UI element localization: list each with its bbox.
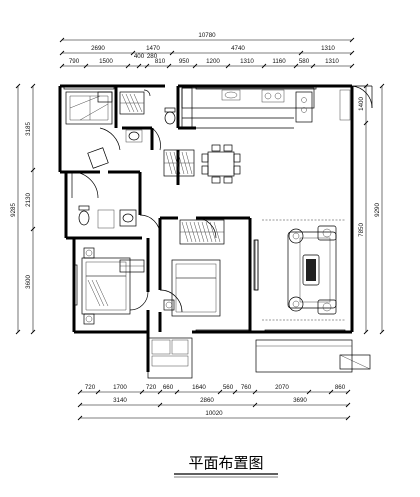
dim-top-2-7: 1200 (206, 58, 220, 65)
bedroom-top-left (65, 91, 145, 125)
dim-top-2-1: 790 (69, 58, 80, 65)
dim-top-2-10: 580 (299, 58, 310, 65)
dim-bottom-1-9: 860 (335, 384, 346, 391)
dim-top-1-4: 1310 (321, 45, 335, 52)
dim-right-2: 7850 (358, 223, 365, 237)
dim-top-2-2: 1500 (99, 58, 113, 65)
dim-bottom-2-2: 2860 (200, 397, 214, 404)
balcony (147, 337, 371, 379)
dim-bottom-2-1: 3140 (113, 397, 127, 404)
dim-top-2-8: 1310 (240, 58, 254, 65)
foyer (71, 127, 121, 199)
dim-top-2-4: 280 (147, 53, 158, 60)
dim-bottom-1-1: 720 (85, 384, 96, 391)
bathroom-top (125, 89, 176, 151)
dim-top-2-5: 810 (155, 58, 166, 65)
dim-bottom-2-3: 3690 (293, 397, 307, 404)
kitchen (181, 87, 315, 129)
dim-right-1: 1400 (358, 97, 365, 111)
dim-top-total: 10780 (198, 32, 216, 39)
bedroom-lower-middle (159, 217, 225, 317)
top-dimensions: 10780 2690 1470 4740 1310 790 1500 400 2… (59, 32, 355, 69)
bottom-dimensions: 720 1700 720 660 1640 560 760 2070 860 3… (77, 384, 351, 421)
bathroom-middle (78, 205, 161, 236)
dim-top-2-3: 400 (134, 53, 145, 60)
dim-bottom-1-6: 560 (223, 384, 234, 391)
right-dimensions: 9290 1400 7850 (358, 83, 385, 335)
dim-left-outer: 9285 (10, 203, 17, 217)
dim-top-1-1: 2690 (91, 45, 105, 52)
dim-right-outer: 9290 (374, 203, 381, 217)
dim-top-1-2: 1470 (146, 45, 160, 52)
dim-bottom-1-7: 760 (241, 384, 252, 391)
storage-left (163, 149, 195, 177)
bedroom-lower-left (81, 247, 149, 325)
dining-table (201, 144, 241, 184)
dim-bottom-1-5: 1640 (192, 384, 206, 391)
walls (58, 84, 354, 372)
dim-bottom-1-3: 720 (146, 384, 157, 391)
living-room (253, 219, 346, 321)
dim-top-2-11: 1310 (325, 58, 339, 65)
dim-top-1-3: 4740 (231, 45, 245, 52)
dim-bottom-1-4: 660 (163, 384, 174, 391)
dim-left-1: 3185 (25, 122, 32, 136)
dim-top-2-9: 1160 (272, 58, 286, 65)
entry-door (339, 85, 373, 121)
plan-title: 平面布置图 (188, 454, 263, 472)
dim-left-3: 3600 (25, 275, 32, 289)
dim-left-2: 2130 (25, 193, 32, 207)
dim-top-2-6: 950 (179, 58, 190, 65)
dim-bottom-total: 10020 (205, 410, 223, 417)
windows (63, 85, 346, 334)
dim-bottom-1-2: 1700 (113, 384, 127, 391)
dim-bottom-1-8: 2070 (275, 384, 289, 391)
left-dimensions: 9285 3185 2130 3600 (10, 83, 36, 335)
